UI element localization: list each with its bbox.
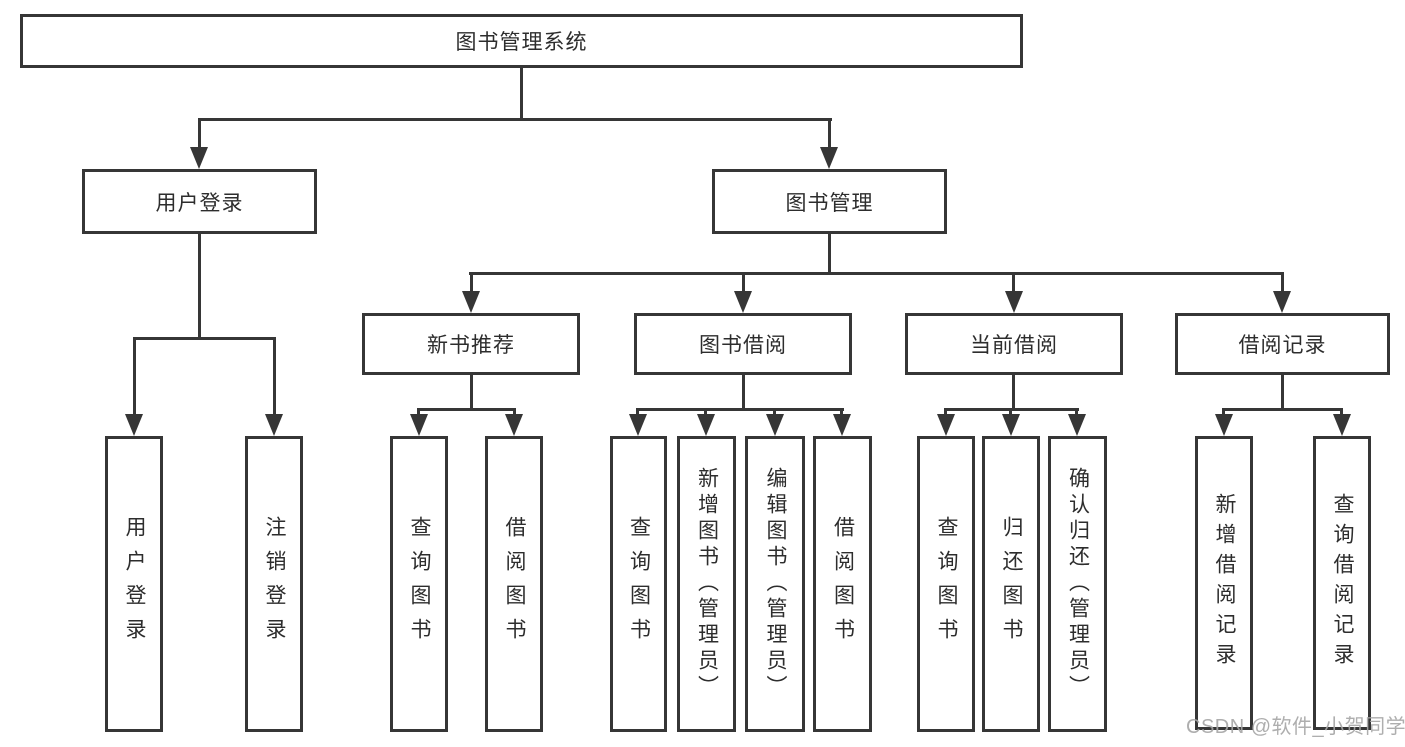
arrowhead-bb-edit	[766, 414, 784, 436]
connector-bb-borrow-drop	[840, 408, 843, 415]
node-label: 当前借阅	[970, 334, 1058, 357]
leaf-bb-edit-books-admin: 编辑图书（管理员）	[745, 436, 805, 732]
connector-cb-confirm-drop	[1075, 408, 1078, 415]
node-label: 新增图书（管理员）	[695, 467, 719, 701]
connector-book-borrow-bar	[636, 408, 844, 411]
connector-bb-query-drop	[636, 408, 639, 415]
node-label: 图书管理	[785, 191, 874, 215]
watermark-text: CSDN @软件_小贺同学	[1186, 716, 1405, 738]
connector-user-login-stem	[198, 234, 201, 337]
connector-borrow-records-drop	[1281, 272, 1284, 291]
node-label: 借阅图书	[831, 516, 855, 652]
connector-cb-query-drop	[944, 408, 947, 415]
leaf-logout: 注销登录	[245, 436, 303, 732]
connector-book-mgmt-bar	[469, 272, 1284, 275]
node-library-management-system: 图书管理系统	[20, 14, 1023, 68]
arrowhead-leaf-logout	[265, 414, 283, 436]
node-label: 新增借阅记录	[1213, 493, 1236, 673]
connector-cb-return-drop	[1009, 408, 1012, 415]
arrowhead-cb-return	[1002, 414, 1020, 436]
arrowhead-book-mgmt	[820, 147, 838, 169]
connector-nb-query-drop	[417, 408, 420, 415]
connector-book-borrow-drop	[742, 272, 745, 291]
arrowhead-bb-add	[697, 414, 715, 436]
connector-user-login-drop	[198, 118, 201, 148]
node-label: 查询图书	[408, 516, 431, 652]
connector-current-borrow-stem	[1012, 375, 1015, 408]
arrowhead-new-books	[462, 291, 480, 313]
connector-br-query-drop	[1340, 408, 1343, 415]
node-label: 查询借阅记录	[1331, 493, 1354, 673]
connector-book-mgmt-drop	[828, 118, 831, 148]
leaf-nb-borrow-books: 借阅图书	[485, 436, 543, 732]
arrowhead-bb-borrow	[833, 414, 851, 436]
connector-borrow-records-stem	[1281, 375, 1284, 408]
node-label: 确认归还（管理员）	[1066, 467, 1090, 701]
leaf-br-query-record: 查询借阅记录	[1313, 436, 1371, 730]
arrowhead-bb-query	[629, 414, 647, 436]
leaf-bb-query-books: 查询图书	[610, 436, 667, 732]
node-label: 新书推荐	[427, 334, 515, 357]
connector-current-borrow-drop	[1012, 272, 1015, 291]
node-label: 注销登录	[263, 516, 286, 652]
connector-new-books-bar	[417, 408, 516, 411]
leaf-bb-borrow-books: 借阅图书	[813, 436, 872, 732]
connector-root-bar	[198, 118, 832, 121]
connector-root-stem	[520, 68, 523, 118]
connector-bb-add-drop	[704, 408, 707, 415]
connector-user-login-bar	[133, 337, 276, 340]
arrowhead-borrow-records	[1273, 291, 1291, 313]
connector-leaf-logout-drop	[273, 337, 276, 415]
leaf-br-add-record: 新增借阅记录	[1195, 436, 1253, 730]
arrowhead-cb-confirm	[1068, 414, 1086, 436]
leaf-cb-return-books: 归还图书	[982, 436, 1040, 732]
leaf-cb-query-books: 查询图书	[917, 436, 975, 732]
node-label: 图书借阅	[699, 334, 787, 357]
node-label: 查询图书	[627, 516, 651, 652]
arrowhead-cb-query	[937, 414, 955, 436]
connector-leaf-login-drop	[133, 337, 136, 415]
arrowhead-book-borrow	[734, 291, 752, 313]
arrowhead-user-login	[190, 147, 208, 169]
node-label: 归还图书	[1000, 516, 1023, 652]
connector-book-mgmt-stem	[828, 234, 831, 272]
node-borrowing-records: 借阅记录	[1175, 313, 1390, 375]
node-label: 查询图书	[935, 516, 958, 652]
connector-br-add-drop	[1222, 408, 1225, 415]
arrowhead-leaf-login	[125, 414, 143, 436]
arrowhead-br-add	[1215, 414, 1233, 436]
node-label: 借阅图书	[503, 516, 526, 652]
leaf-user-login: 用户登录	[105, 436, 163, 732]
arrowhead-br-query	[1333, 414, 1351, 436]
connector-nb-borrow-drop	[513, 408, 516, 415]
connector-bb-edit-drop	[773, 408, 776, 415]
node-book-management: 图书管理	[712, 169, 947, 234]
node-label: 用户登录	[155, 191, 244, 215]
connector-new-books-drop	[470, 272, 473, 291]
node-current-borrowing: 当前借阅	[905, 313, 1123, 375]
node-user-login: 用户登录	[82, 169, 317, 234]
arrowhead-current-borrow	[1005, 291, 1023, 313]
node-label: 图书管理系统	[455, 31, 588, 54]
connector-new-books-stem	[470, 375, 473, 408]
connector-borrow-records-bar	[1222, 408, 1343, 411]
node-label: 借阅记录	[1238, 334, 1327, 357]
node-book-borrowing: 图书借阅	[634, 313, 852, 375]
node-label: 用户登录	[123, 516, 146, 652]
leaf-nb-query-books: 查询图书	[390, 436, 448, 732]
arrowhead-nb-borrow	[505, 414, 523, 436]
arrowhead-nb-query	[410, 414, 428, 436]
leaf-cb-confirm-return-admin: 确认归还（管理员）	[1048, 436, 1107, 732]
node-label: 编辑图书（管理员）	[764, 467, 787, 701]
connector-book-borrow-stem	[742, 375, 745, 408]
node-new-book-recommend: 新书推荐	[362, 313, 580, 375]
leaf-bb-add-books-admin: 新增图书（管理员）	[677, 436, 736, 732]
